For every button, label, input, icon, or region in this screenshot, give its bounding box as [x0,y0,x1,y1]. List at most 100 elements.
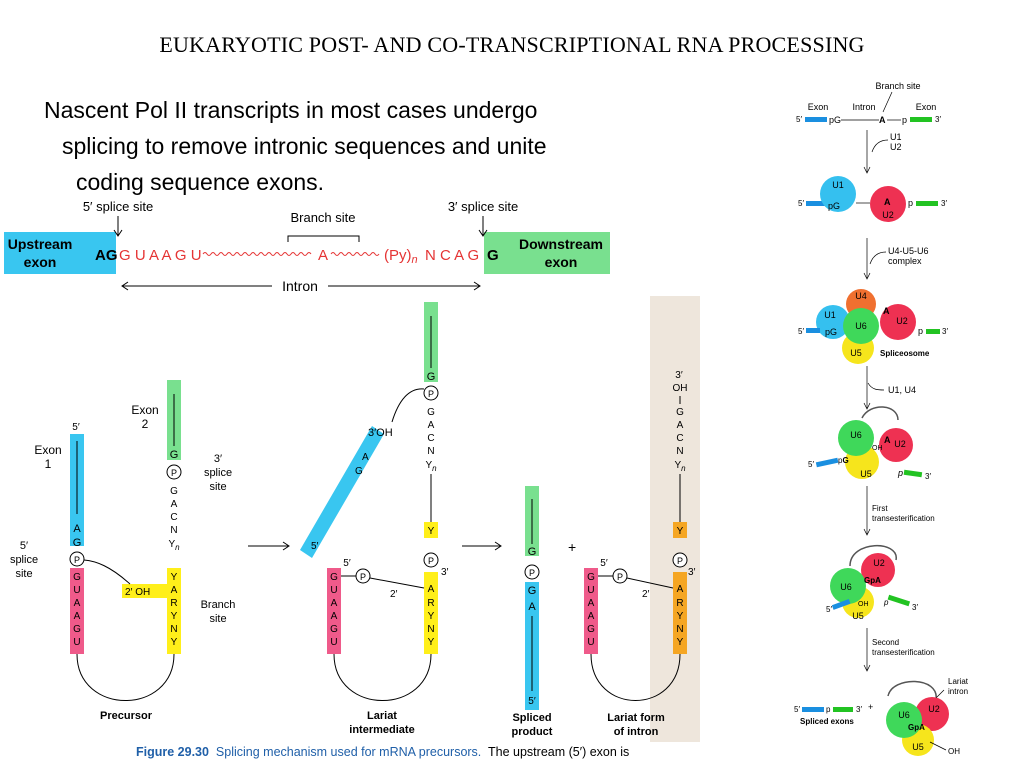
lariat-form-label-1: Lariat form [607,712,665,724]
sp-exon-blue-4 [815,457,839,468]
lariat-nt-u1: U [330,585,337,596]
sp-exon-green-1 [910,117,932,122]
lariat-intermediate-structure: 5′ G A 3′OH 3′ G P G A C N Yn Y P 3′ A R… [300,302,449,736]
sp-spliced-exons-label: Spliced exons [800,717,854,726]
lariat-nt-yn: Yn [425,460,437,473]
three-splice-label-3: site [209,481,226,493]
lariat-phosphate-top [423,385,439,401]
sp-gpa-5: GpA [864,576,881,585]
branch-site-label-1: Branch [201,599,236,611]
sp-5prime-5: 5′ [826,605,832,614]
product-5prime: 5′ [528,696,536,707]
sp-pg-1: pG [829,115,841,125]
exon2-label-1: Exon [131,403,158,417]
sp-u5-label-3: U5 [850,348,862,358]
figure-caption: Figure 29.30 Splicing mechanism used for… [136,745,629,759]
product-a: A [528,601,536,613]
spliced-label-2: product [512,726,553,738]
lariat-br-y2: Y [428,637,435,648]
precursor-structure: 5′ A G P G U A A G U 3′ G P G A C N Yn Y… [10,380,235,722]
precursor-branch-strand [167,568,181,654]
py-label: (Py)n [384,247,418,266]
precursor-nt-n2: N [170,624,177,635]
three-prime-arrowhead [478,229,488,237]
three-prime-splice-site-label: 3′ splice site [448,199,518,214]
precursor-nt-u2: U [73,637,80,648]
intron-nt-n: N [676,446,683,457]
intron-oh: OH [673,383,688,394]
sp-exon-green-4 [903,469,923,478]
intron-3prime-mid: 3′ [688,567,696,578]
precursor-nt-y1: Y [171,572,178,583]
five-splice-label-1: 5′ [20,540,28,552]
intron-span-label: Intron [282,278,318,294]
lariat-nt-a1: A [331,598,338,609]
slide-title: EUKARYOTIC POST- AND CO-TRANSCRIPTIONAL … [159,32,865,57]
sp-p-5: p [883,598,889,607]
consensus-sequence-diagram: Upstream exon AG Downstream exon G G U A… [4,199,610,294]
intron-y: Y [677,526,684,537]
sp-u2-circle-2 [870,186,906,222]
precursor-5prime: 5′ [72,422,80,433]
sp-pg-2: pG [828,201,840,211]
sp-first-label-2: transesterification [872,514,935,523]
intron-2prime: 2′ [642,589,650,600]
sp-exon-green-2 [916,201,938,206]
sp-5prime: 5′ [796,115,802,124]
lariat-a: A [362,452,369,463]
precursor-intron-loop [76,653,175,701]
lariat-y-box [424,522,438,538]
lariat-y-top: Y [428,526,435,537]
sp-exon-green-5 [887,594,911,607]
step-arrow-2-head [494,541,502,551]
lariat-exon2-g: G [427,371,436,383]
intron-br-n: N [676,624,683,635]
upstream-exon-label-2: exon [24,254,57,270]
sp-u2-circle-4 [879,428,913,462]
caption-rest: The upstream (5′) exon is [488,745,630,759]
precursor-label: Precursor [100,710,153,722]
lariat-branch-strand [424,572,438,654]
lariat-nt-a: A [428,420,435,431]
sp-5prime-2: 5′ [798,199,804,208]
lariat-2prime: 2′ [390,589,398,600]
precursor-nt-g3: G [170,486,178,497]
intron-wavy-line-right [330,252,380,256]
exon1-g: G [73,537,82,549]
precursor-nt-y2: Y [171,611,178,622]
sp-u1-label-3: U1 [824,310,836,320]
sp-u2-label-3: U2 [896,316,908,326]
intron-nt-yn: Yn [674,460,686,473]
lariat-br-n: N [427,624,434,635]
sp-gpa-6: GpA [908,723,925,732]
sp-u2-circle-3 [880,304,916,340]
exon1-a: A [73,523,81,535]
product-g2: G [528,585,537,597]
intron-nt-g: G [676,407,684,418]
sp-step-arrow-5-head [863,664,871,672]
sp-p-1: p [902,115,907,125]
lariat-br-y: Y [428,611,435,622]
sp-step-arrow-4-head [863,528,871,536]
sp-oh-line-6 [929,741,947,751]
intron-nt-a2: A [588,611,595,622]
five-prime-arrowhead [113,229,123,237]
precursor-nt-g2: G [73,624,81,635]
intron-wavy-line-left [202,252,312,256]
sp-second-label-2: transesterification [872,648,935,657]
sp-a-1: A [879,115,886,125]
lariat-nt-n: N [427,446,434,457]
lariat-nt-u2: U [330,637,337,648]
sp-u6-circle-5 [830,568,866,604]
lariat-3oh: 3′OH [368,427,393,439]
intron-br-y: Y [677,611,684,622]
sp-lariat-label-1: Lariat [948,677,969,686]
product-g: G [528,546,537,558]
intron-br-a: A [677,584,684,595]
lariat-nt-a2: A [331,611,338,622]
lariat-3prime-mid: 3′ [441,567,449,578]
sp-5prime-6: 5′ [794,705,800,714]
sp-u5-label-6: U5 [912,742,924,752]
intron-nt-u1: U [587,585,594,596]
sp-p-2: p [908,198,913,208]
